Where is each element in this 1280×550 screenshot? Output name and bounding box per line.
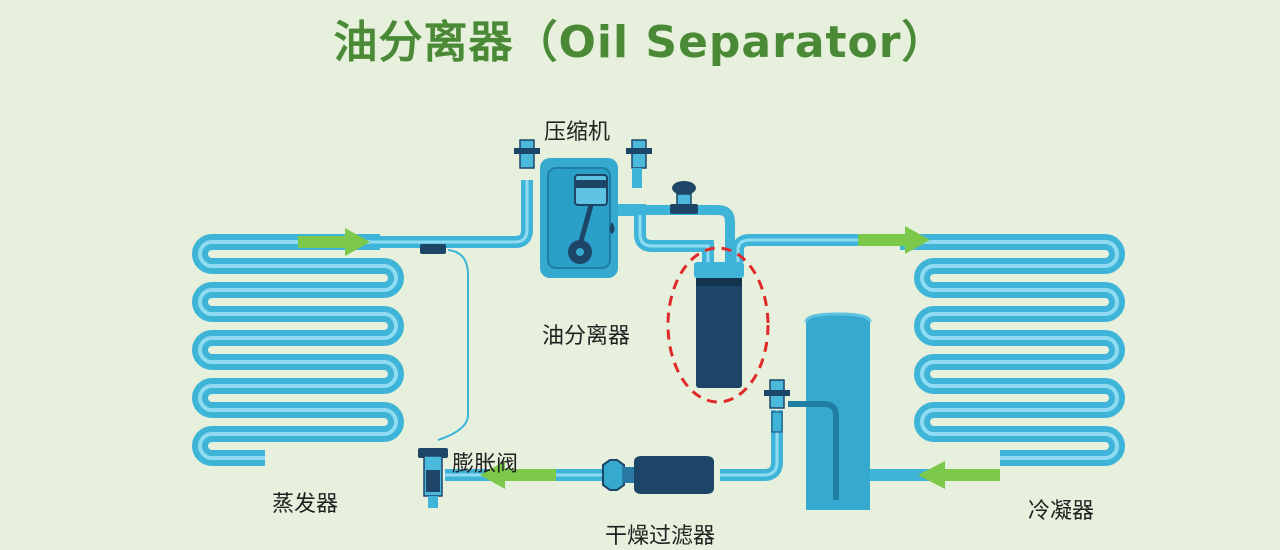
flow-arrow-condenser-out [918,461,1000,489]
flow-arrow-suction [298,228,370,256]
label-oil-separator: 油分离器 [542,324,631,349]
label-condenser: 冷凝器 [1028,499,1095,524]
evaporator-coil [192,234,404,466]
label-filter-drier: 干燥过滤器 [605,524,716,549]
flow-arrow-discharge [858,226,930,254]
oil-separator [694,262,744,388]
service-valve [670,181,698,214]
capillary-line [437,249,469,441]
liquid-receiver [764,312,872,510]
condenser-coil [900,234,1125,466]
expansion-valve [418,448,448,508]
flow-arrow-liquid [480,461,556,489]
sensing-bulb [420,244,446,254]
label-compressor: 压缩机 [544,120,611,145]
oil-separator-highlight-circle [666,246,770,404]
label-expansion-valve: 膨胀阀 [452,452,519,477]
discharge-line [615,204,714,262]
filter-drier [602,456,714,494]
condenser-coil-highlight [900,240,1119,460]
compressor [514,139,652,278]
suction-line [370,180,533,248]
diagram-title: 油分离器（Oil Separator） [333,17,947,68]
evaporator-coil-highlight [198,240,398,460]
oil-return-line [618,205,735,262]
label-evaporator: 蒸发器 [272,492,339,517]
